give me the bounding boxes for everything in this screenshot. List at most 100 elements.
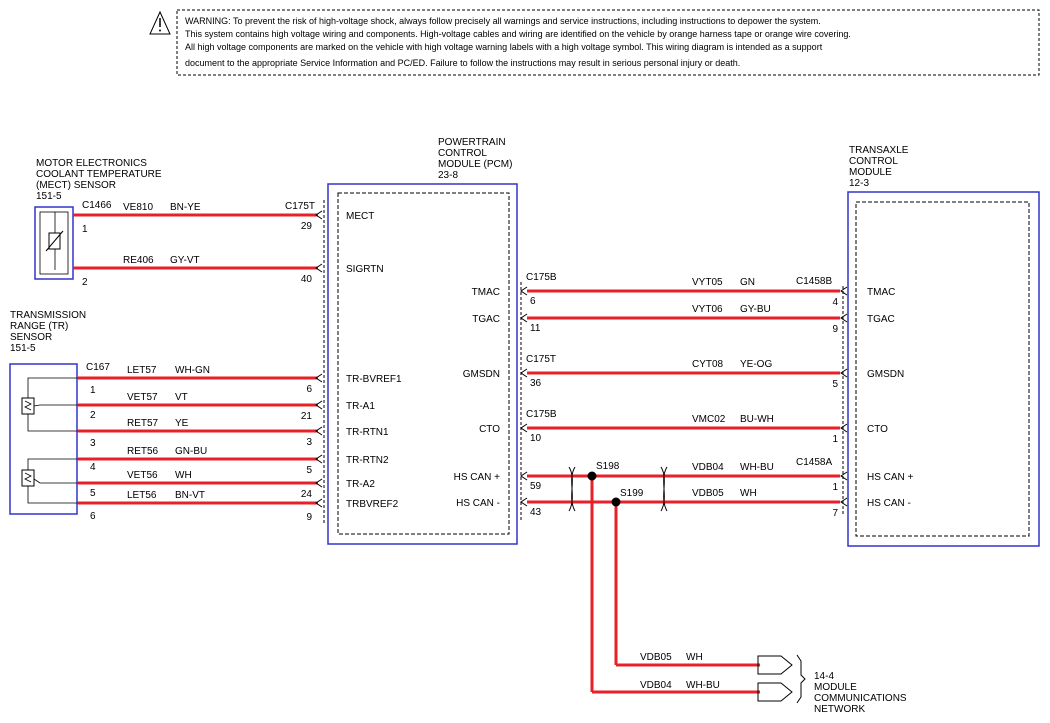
terminal-arrow — [840, 423, 848, 433]
wire-circuit-label: VDB04 — [692, 462, 724, 473]
wire-circuit-label: RE406 — [123, 255, 154, 266]
warning-line-1: WARNING: To prevent the risk of high-vol… — [185, 16, 821, 26]
pcm-pin-name: TR-BVREF1 — [346, 374, 402, 385]
wire-color-label: WH-BU — [740, 462, 774, 473]
pcm-pin-number: 6 — [530, 296, 536, 307]
terminal-arrow — [315, 373, 323, 383]
warning-line-2: This system contains high voltage wiring… — [185, 29, 851, 39]
wire-circuit-label: VE810 — [123, 202, 153, 213]
wire-circuit-label: LET56 — [127, 490, 157, 501]
tr-title-1: TRANSMISSION — [10, 310, 86, 321]
mect-title-1: MOTOR ELECTRONICS — [36, 158, 147, 169]
pcm-title-3: MODULE (PCM) — [438, 159, 512, 170]
pcm-pin-number: 40 — [301, 274, 313, 285]
terminal-arrow — [840, 497, 848, 507]
pcm-pin-number: 24 — [301, 489, 313, 500]
pcm-pin-number: 9 — [306, 512, 312, 523]
pcm-pin-name: TR-RTN2 — [346, 455, 389, 466]
pcm-connector-label: C175B — [526, 409, 557, 420]
pcm-pin-name: MECT — [346, 211, 374, 222]
mect-pin-2: 2 — [82, 277, 88, 288]
wire-circuit-label: LET57 — [127, 365, 157, 376]
tcm-ref: 12-3 — [849, 178, 869, 189]
mect-pin-1: 1 — [82, 224, 88, 235]
pcm-pin-number: 21 — [301, 411, 313, 422]
terminal-arrow — [520, 423, 528, 433]
network-ref: 14-4 — [814, 671, 834, 682]
pcm-title-1: POWERTRAIN — [438, 137, 506, 148]
pcm-left-connector: C175T — [285, 201, 315, 212]
pcm-pin-number: 29 — [301, 221, 313, 232]
terminal-arrow — [315, 426, 323, 436]
mect-ref: 151-5 — [36, 191, 62, 202]
terminal-arrow — [840, 313, 848, 323]
pcm-pin-name: TR-A2 — [346, 479, 375, 490]
tcm-pin-number: 7 — [832, 508, 838, 519]
tr-ref: 151-5 — [10, 343, 36, 354]
tcm-pin-name: TMAC — [867, 287, 895, 298]
wire-color-label: BN-YE — [170, 202, 201, 213]
mect-title-3: (MECT) SENSOR — [36, 180, 116, 191]
tr-pin-1: 1 — [90, 385, 96, 396]
wire-color-label: WH-GN — [175, 365, 210, 376]
twisted-pair-icon — [568, 466, 576, 512]
pcm-title-2: CONTROL — [438, 148, 487, 159]
tr-pin-2: 2 — [90, 410, 96, 421]
wire-color-label: WH — [175, 470, 192, 481]
pcm-pin-number: 11 — [530, 323, 541, 334]
pcm-pin-name: TR-RTN1 — [346, 427, 389, 438]
brace-icon — [796, 654, 806, 704]
terminal-arrow — [315, 498, 323, 508]
potentiometer-icon — [21, 458, 78, 504]
wire-color-label: BU-WH — [740, 414, 774, 425]
mect-connector: C1466 — [82, 200, 112, 211]
pcm-pin-number: 5 — [306, 465, 312, 476]
terminal-arrow — [315, 263, 323, 273]
tcm-pin-number: 4 — [832, 297, 838, 308]
tcm-connector-label: C1458A — [796, 457, 832, 468]
terminal-arrow — [520, 313, 528, 323]
terminal-arrow — [315, 454, 323, 464]
tcm-title-2: CONTROL — [849, 156, 898, 167]
wire-color-label: YE — [175, 418, 189, 429]
pcm-pin-number: 36 — [530, 378, 542, 389]
pcm-pin-name: SIGRTN — [346, 264, 384, 275]
pcm-pin-number: 59 — [530, 481, 542, 492]
wire-circuit-label: VDB05 — [692, 488, 724, 499]
wire-circuit-label: VDB05 — [640, 652, 672, 663]
wire-color-label: GY-VT — [170, 255, 200, 266]
tcm-connector-label: C1458B — [796, 276, 832, 287]
pcm-pin-name: HS CAN + — [454, 472, 501, 483]
pcm-pin-name: CTO — [479, 424, 500, 435]
wire-color-label: WH-BU — [686, 680, 720, 691]
tcm-pin-name: TGAC — [867, 314, 895, 325]
tcm-pin-name: GMSDN — [867, 369, 904, 380]
tr-title-2: RANGE (TR) — [10, 321, 68, 332]
pcm-pin-number: 6 — [306, 384, 312, 395]
wire-color-label: GY-BU — [740, 304, 771, 315]
tcm-pin-number: 9 — [832, 324, 838, 335]
tcm-title-1: TRANSAXLE — [849, 145, 909, 156]
tcm-pin-name: CTO — [867, 424, 888, 435]
tr-connector: C167 — [86, 362, 110, 373]
wire-circuit-label: RET57 — [127, 418, 159, 429]
wire-circuit-label: CYT08 — [692, 359, 724, 370]
pcm-pin-name: TMAC — [472, 287, 500, 298]
tcm-pin-name: HS CAN - — [867, 498, 911, 509]
mect-sensor: MOTOR ELECTRONICS COOLANT TEMPERATURE (M… — [34, 158, 162, 288]
wire-circuit-label: VET57 — [127, 392, 158, 403]
terminal-arrow — [315, 478, 323, 488]
wire-circuit-label: VYT05 — [692, 277, 723, 288]
splice-dot — [587, 471, 597, 481]
tr-title-3: SENSOR — [10, 332, 52, 343]
warning-line-4: document to the appropriate Service Info… — [185, 58, 740, 68]
pcm-pin-number: 43 — [530, 507, 542, 518]
pcm-pin-name: TR-A1 — [346, 401, 375, 412]
warning-icon — [149, 10, 171, 35]
network-connector: 14-4 MODULE COMMUNICATIONS NETWORK — [814, 671, 907, 715]
twisted-pair-icon — [660, 466, 668, 512]
pcm-pin-name: TRBVREF2 — [346, 499, 399, 510]
terminal-arrow — [520, 497, 528, 507]
pcm-connector-label: C175T — [526, 354, 556, 365]
